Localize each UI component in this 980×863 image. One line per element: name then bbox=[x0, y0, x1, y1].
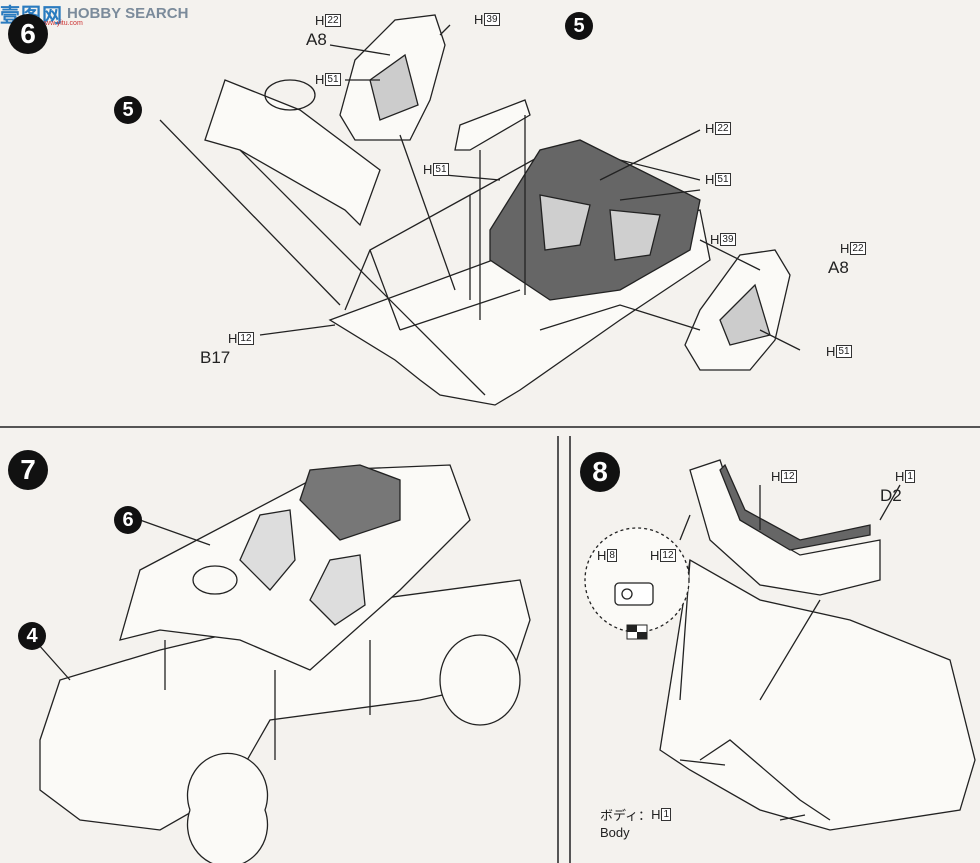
front-wheel bbox=[186, 752, 269, 863]
watermark-url: www.yitu.com bbox=[40, 20, 83, 27]
label-d2: D2 bbox=[880, 486, 902, 505]
ref-step-4: 4 bbox=[18, 622, 46, 650]
vertical-divider-right bbox=[569, 436, 571, 863]
label-body-en: Body bbox=[600, 825, 630, 840]
label-a8-top: A8 bbox=[306, 30, 327, 49]
step6-drawing bbox=[159, 14, 801, 406]
ref-step-5-right: 5 bbox=[565, 12, 593, 40]
ref-step-5-left: 5 bbox=[114, 96, 142, 124]
horizontal-divider bbox=[0, 426, 980, 428]
step-6-badge: 6 bbox=[8, 14, 48, 54]
vertical-divider-left bbox=[557, 436, 559, 863]
light-detail-circle bbox=[584, 527, 690, 633]
console bbox=[454, 99, 531, 151]
label-a8-right: A8 bbox=[828, 258, 849, 277]
step-8-badge: 8 bbox=[580, 452, 620, 492]
rear-wheel bbox=[439, 634, 521, 726]
rear-seat bbox=[489, 139, 701, 301]
ref-step-6: 6 bbox=[114, 506, 142, 534]
step-7-badge: 7 bbox=[8, 450, 48, 490]
body-shell bbox=[659, 558, 976, 831]
checker-icon bbox=[626, 624, 648, 640]
watermark-en: HOBBY SEARCH bbox=[67, 4, 189, 22]
dashboard bbox=[204, 79, 381, 227]
label-b17: B17 bbox=[200, 348, 231, 367]
